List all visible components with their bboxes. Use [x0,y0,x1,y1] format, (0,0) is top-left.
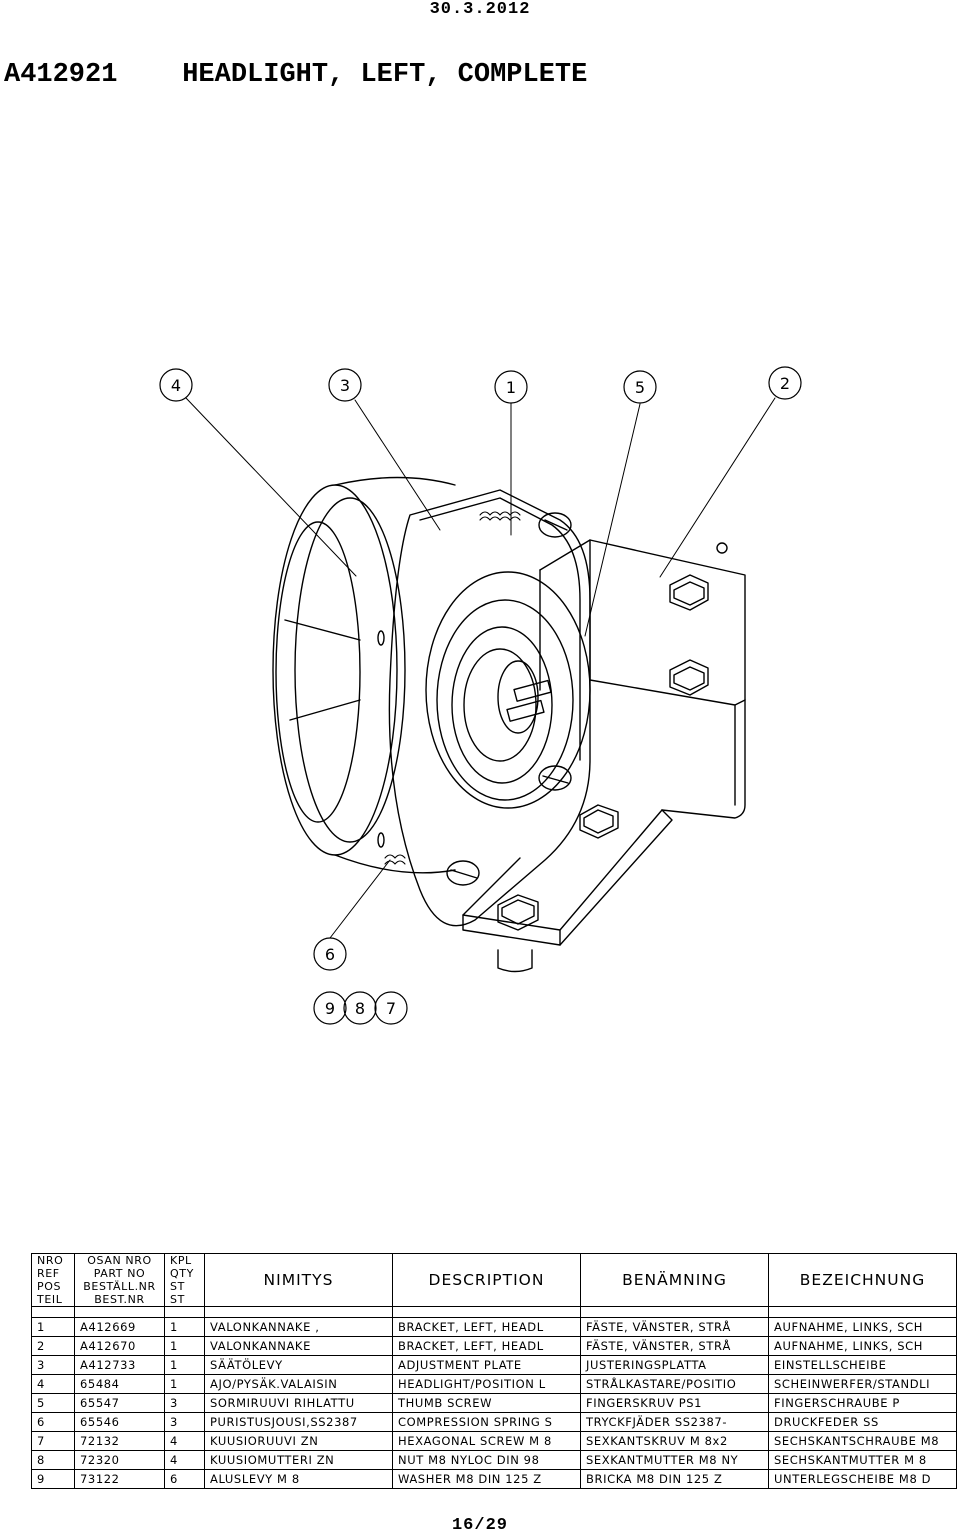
print-date: 30.3.2012 [429,0,531,19]
callout-bubbles [159,366,802,1025]
callout-label-3: 3 [340,376,350,395]
callout-7 [374,991,408,1025]
header-nimitys: NIMITYS [204,1253,393,1307]
callout-label-1: 1 [506,378,516,397]
callout-label-2: 2 [780,374,790,393]
part-number: A412921 [4,60,118,90]
callout-6 [313,937,347,971]
reflector [425,571,591,809]
leader-lines [185,397,776,939]
callout-9 [313,991,347,1025]
callout-1 [494,370,528,404]
callout-8 [343,991,377,1025]
callout-label-5: 5 [635,378,645,397]
callout-label-7: 7 [386,999,396,1018]
callout-label-6: 6 [325,945,335,964]
header-benamning: BENÄMNING [580,1253,769,1307]
page-number: 16/29 [451,1516,508,1535]
callout-label-4: 4 [171,376,181,395]
callout-2 [768,366,802,400]
callout-numbers: 4 3 1 5 2 6 9 8 7 [171,374,790,1018]
assembly-name: HEADLIGHT, LEFT, COMPLETE [182,60,588,90]
callout-5 [623,370,657,404]
table-spacer [31,1306,957,1318]
callout-label-9: 9 [325,999,335,1018]
adjustment-plate [388,489,591,927]
bracket [462,539,746,946]
callout-3 [328,368,362,402]
callout-label-8: 8 [355,999,365,1018]
header-bezeichnung: BEZEICHNUNG [768,1253,957,1307]
document-title: A412921 HEADLIGHT, LEFT, COMPLETE [4,60,587,90]
compression-springs [384,511,521,865]
exploded-assembly-drawing: 4 3 1 5 2 6 9 8 7 [159,366,802,1025]
header-description: DESCRIPTION [392,1253,581,1307]
thumb-screws [446,512,572,886]
hex-bolts [497,574,709,973]
headlight-housing [272,476,456,874]
callout-4 [159,368,193,402]
